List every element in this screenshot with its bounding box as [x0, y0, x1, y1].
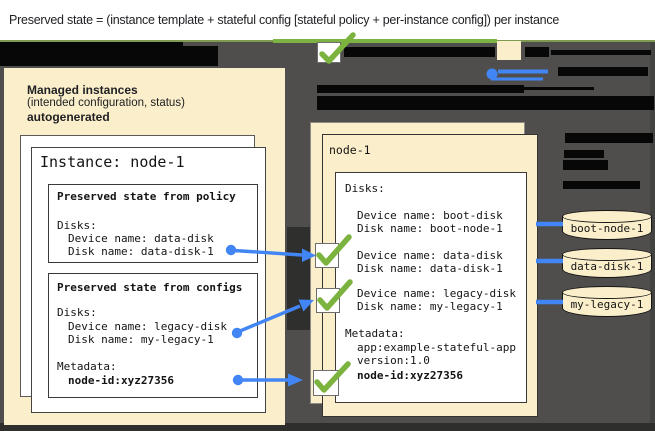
- configs-disk-label: Disk name:: [68, 333, 141, 346]
- redacted-text-bar: [551, 50, 651, 55]
- cylinder-boot-node-1: boot-node-1: [562, 210, 652, 240]
- green-arrow-line: [273, 39, 497, 43]
- metadata-version-line: version:1.0: [357, 354, 430, 367]
- policy-state-box: [48, 184, 258, 263]
- header-band: Preserved state = (instance template + s…: [0, 0, 655, 42]
- disk-cylinder-top: [562, 248, 652, 261]
- legacy-disk-line: Disk name: my-legacy-1: [357, 300, 503, 313]
- node-id-checkbox: [313, 370, 339, 396]
- redacted-text-bar: [563, 160, 608, 170]
- redacted-text-bar: [317, 96, 654, 110]
- configs-box-title: Preserved state from configs: [57, 281, 243, 294]
- node-metadata-label: Metadata:: [345, 327, 405, 340]
- configs-metadata-value: node-id:xyz27356: [68, 374, 174, 387]
- redacted-vertical-bar: [287, 227, 310, 330]
- legacy-device-line: Device name: legacy-disk: [357, 287, 516, 300]
- right-edge-shade: [650, 42, 655, 431]
- redacted-text-bar: [0, 46, 218, 66]
- redacted-text-bar: [558, 67, 648, 76]
- redacted-text-bar: [563, 181, 640, 189]
- node-disks-box: [335, 172, 527, 403]
- legend-checkbox: [317, 42, 341, 63]
- data-disk-label: Disk name:: [357, 262, 430, 275]
- redacted-text-bar: [317, 85, 524, 93]
- redacted-text-bar: [525, 47, 549, 57]
- disk-cylinder-top: [562, 210, 652, 223]
- header-title: Preserved state = (instance template + s…: [9, 13, 560, 27]
- data-device-line: Device name: data-disk: [357, 249, 503, 262]
- disk-cylinder-top: [562, 286, 652, 299]
- configs-state-box: [48, 273, 258, 398]
- configs-device-line: Device name: legacy-disk: [68, 320, 227, 333]
- disk-label: data-disk-1: [570, 260, 644, 273]
- disk-label: my-legacy-1: [570, 298, 644, 311]
- boot-device-line: Device name: boot-disk: [357, 209, 503, 222]
- bottom-edge-shade: [0, 423, 655, 431]
- legend-template-swatch: [497, 41, 521, 60]
- metadata-app-line: app:example-stateful-app: [357, 341, 516, 354]
- node-disks-label: Disks:: [345, 182, 385, 195]
- redacted-text-bar: [565, 133, 653, 143]
- policy-disk-value: data-disk-1: [140, 245, 214, 258]
- policy-disk-label: Disk name:: [68, 245, 141, 258]
- configs-disk-value: my-legacy-1: [140, 333, 214, 346]
- disk-label: boot-node-1: [570, 222, 644, 235]
- boot-disk-line: Disk name: boot-node-1: [357, 222, 503, 235]
- cylinder-data-disk-1: data-disk-1: [562, 248, 652, 278]
- cylinder-my-legacy-1: my-legacy-1: [562, 286, 652, 317]
- configs-disks-label: Disks:: [57, 306, 97, 319]
- configs-metadata-label: Metadata:: [57, 360, 117, 373]
- metadata-node-id-line: node-id:xyz27356: [357, 369, 463, 382]
- legacy-disk-value: my-legacy-1: [429, 300, 503, 313]
- node-title: node-1: [329, 143, 371, 157]
- data-disk-checkbox: [315, 243, 339, 268]
- managed-instances-autogenerated: autogenerated: [27, 110, 110, 124]
- policy-disk-line: Disk name: data-disk-1: [68, 245, 214, 258]
- redacted-text-bar: [344, 47, 495, 57]
- policy-disks-label: Disks:: [57, 219, 97, 232]
- redacted-text-bar: [0, 42, 183, 49]
- legacy-disk-label: Disk name:: [357, 300, 430, 313]
- data-disk-line: Disk name: data-disk-1: [357, 262, 503, 275]
- managed-instances-title: Managed instances: [27, 83, 138, 97]
- data-disk-value: data-disk-1: [429, 262, 503, 275]
- instance-label: Instance: node-1: [40, 153, 185, 171]
- configs-disk-line: Disk name: my-legacy-1: [68, 333, 214, 346]
- policy-device-line: Device name: data-disk: [68, 232, 214, 245]
- managed-instances-subtitle: (intended configuration, status): [27, 97, 185, 109]
- redacted-text-bar: [524, 87, 594, 90]
- legacy-disk-checkbox: [316, 288, 340, 313]
- policy-box-title: Preserved state from policy: [57, 190, 236, 203]
- redacted-text-bar: [564, 150, 604, 158]
